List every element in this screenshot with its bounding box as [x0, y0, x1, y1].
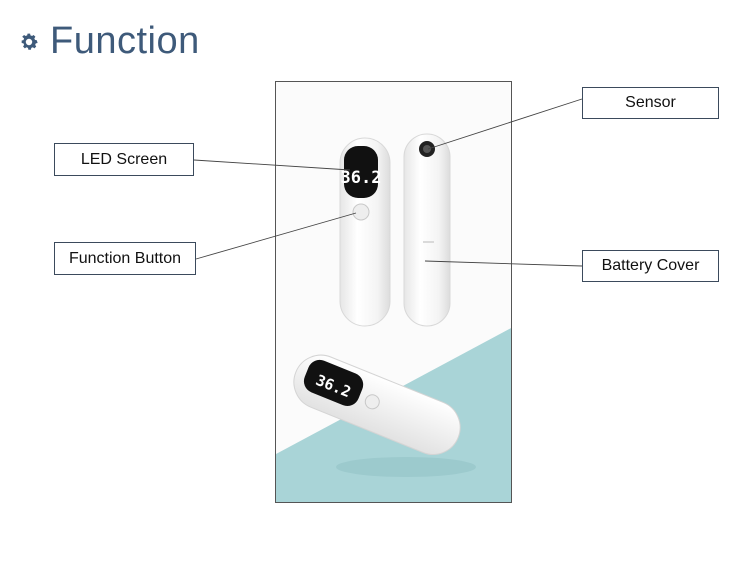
led-screen-leader	[193, 159, 351, 171]
thermometer-front: 36.2	[339, 137, 391, 327]
function-button	[352, 203, 370, 221]
page-title: Function	[50, 20, 200, 62]
display-reading: 36.2	[341, 168, 382, 188]
gear-icon	[21, 33, 38, 50]
thermometer-tilted: 36.2	[293, 354, 461, 455]
function-button-label: Function Button	[54, 242, 196, 275]
product-photo: 36.2 36.2	[275, 81, 512, 503]
thermometer-illustration: 36.2 36.2	[276, 133, 511, 502]
function-button-leader	[195, 212, 357, 260]
battery-cover-label: Battery Cover	[582, 250, 719, 282]
led-screen	[344, 146, 378, 198]
header: Function	[18, 20, 200, 63]
thermometer-side	[403, 133, 451, 327]
sensor-label: Sensor	[582, 87, 719, 119]
battery-cover-leader	[424, 260, 583, 267]
sensor-leader	[427, 98, 583, 150]
tilted-led-screen	[303, 359, 364, 406]
led-screen-label: LED Screen	[54, 143, 194, 176]
